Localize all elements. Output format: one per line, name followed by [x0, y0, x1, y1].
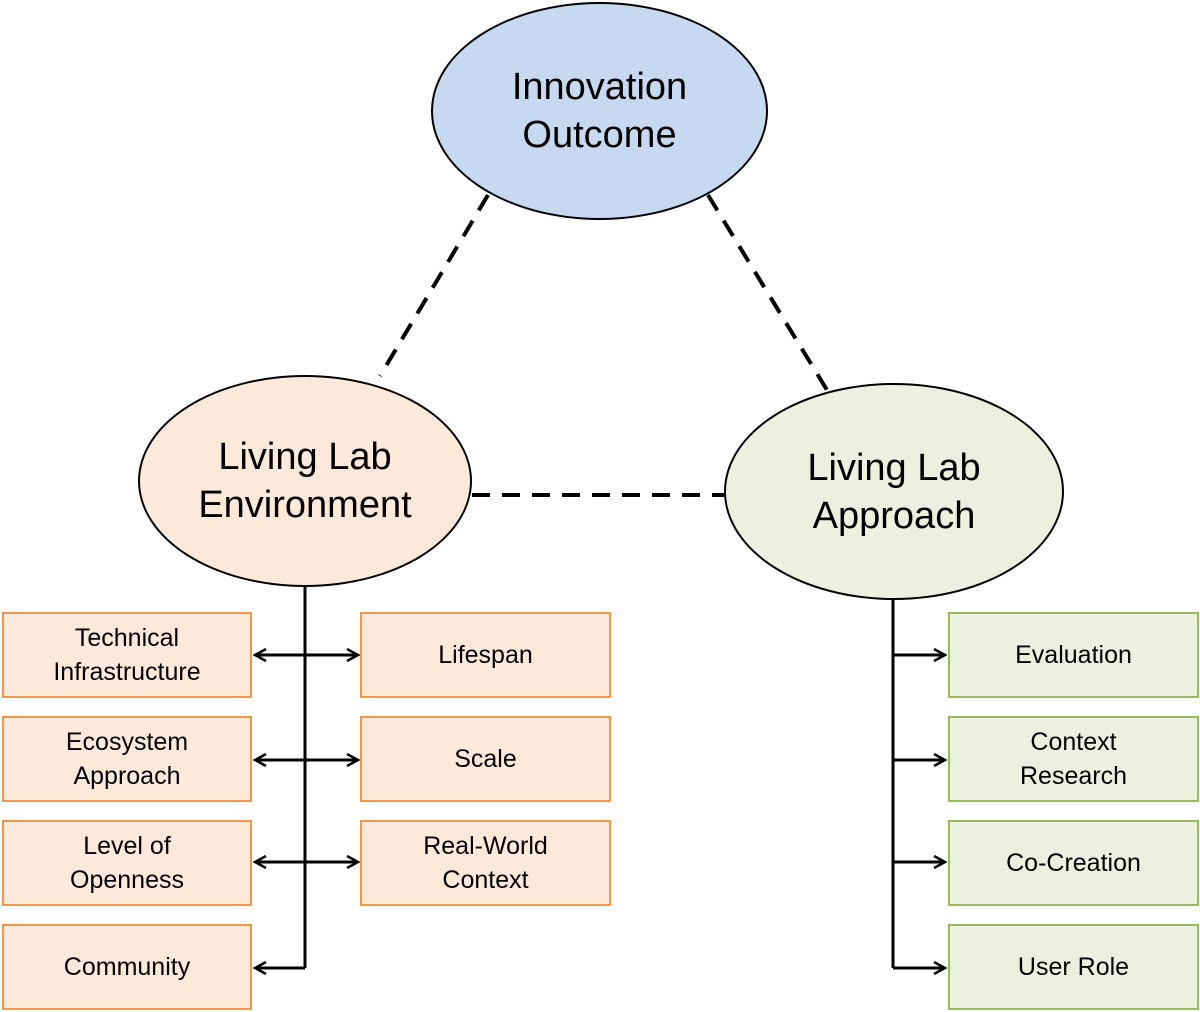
co-creation-box: Co-Creation	[948, 820, 1199, 906]
community-label: Community	[63, 953, 191, 981]
innovation-outcome-node: Innovation Outcome	[431, 2, 768, 220]
technical-infrastructure-label: Technical Infrastructure	[53, 624, 201, 686]
scale-label: Scale	[454, 745, 517, 773]
context-research-box: Context Research	[948, 716, 1199, 802]
evaluation-label: Evaluation	[1015, 641, 1132, 669]
scale-box: Scale	[360, 716, 611, 802]
real-world-context-box: Real-World Context	[360, 820, 611, 906]
dashed-link-innovation-environment	[378, 193, 490, 378]
living-lab-approach-label: Living Lab Approach	[807, 446, 981, 537]
user-role-box: User Role	[948, 924, 1199, 1010]
co-creation-label: Co-Creation	[1006, 849, 1141, 877]
ecosystem-approach-label: Ecosystem Approach	[65, 728, 189, 790]
lifespan-box: Lifespan	[360, 612, 611, 698]
living-lab-environment-label: Living Lab Environment	[198, 436, 412, 526]
ecosystem-approach-box: Ecosystem Approach	[2, 716, 252, 802]
technical-infrastructure-box: Technical Infrastructure	[2, 612, 252, 698]
community-box: Community	[2, 924, 252, 1010]
user-role-label: User Role	[1017, 953, 1130, 981]
innovation-outcome-label: Innovation Outcome	[511, 66, 688, 156]
living-lab-approach-node: Living Lab Approach	[724, 383, 1064, 600]
dashed-link-innovation-approach	[706, 193, 829, 392]
level-of-openness-box: Level of Openness	[2, 820, 252, 906]
lifespan-label: Lifespan	[438, 641, 533, 669]
living-lab-environment-node: Living Lab Environment	[138, 375, 472, 587]
real-world-context-label: Real-World Context	[423, 832, 548, 894]
context-research-label: Context Research	[1020, 728, 1127, 790]
evaluation-box: Evaluation	[948, 612, 1199, 698]
level-of-openness-label: Level of Openness	[70, 832, 184, 894]
